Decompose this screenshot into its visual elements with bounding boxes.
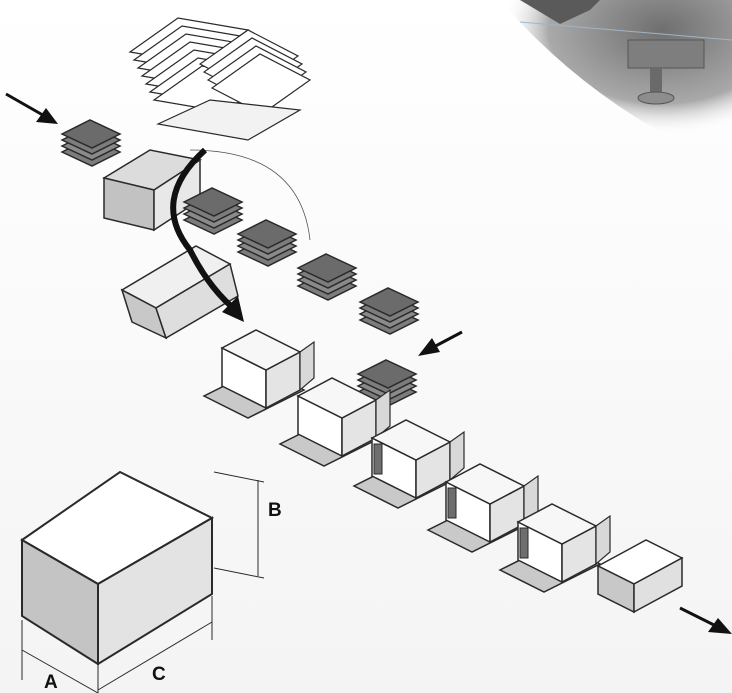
dimension-lines <box>21 471 265 693</box>
closed-carton <box>596 539 684 614</box>
product-infeed-arrow <box>5 92 58 124</box>
dimension-label-b: B <box>268 500 282 521</box>
outfeed-arrow <box>679 606 732 634</box>
insertion-arrow <box>418 330 463 356</box>
carton-erecting <box>120 245 239 340</box>
product-in-carton <box>373 443 529 559</box>
dimension-label-c: C <box>152 664 166 685</box>
dimension-label-a: A <box>44 672 58 693</box>
carton-blank-magazine <box>128 17 312 141</box>
machine-photo <box>500 0 732 150</box>
dimension-box <box>20 470 215 666</box>
rotation-arrow <box>170 147 311 322</box>
